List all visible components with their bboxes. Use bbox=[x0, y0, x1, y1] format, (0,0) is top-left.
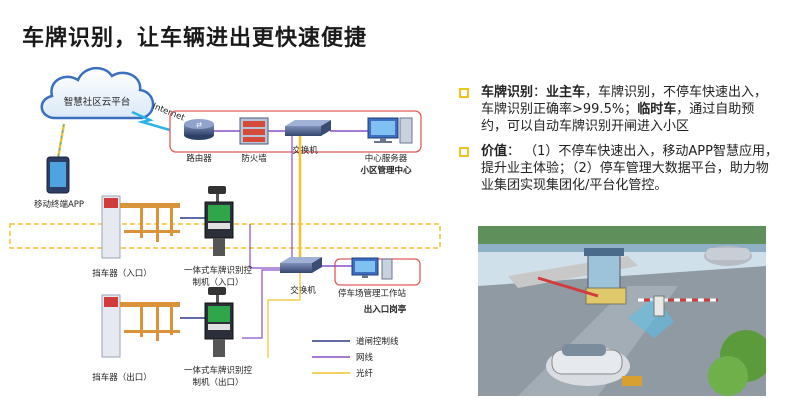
mobile-label: 移动终端APP bbox=[34, 199, 84, 210]
legend-item-1: 网线 bbox=[356, 352, 374, 363]
bullet-1-owner: 业主车 bbox=[546, 85, 586, 100]
bullet-2-text: ： （1）不停车快速出入，移动APP智慧应用，提升业主体验；（2）停车管理大数据… bbox=[481, 144, 778, 193]
bullet-1-text2: ，通过自助预约，可以自动车牌识别开闸进入小区 bbox=[481, 102, 755, 134]
bullet-value: 价值： （1）不停车快速出入，移动APP智慧应用，提升业主体验；（2）停车管理大… bbox=[455, 143, 780, 194]
firewall-label: 防火墙 bbox=[241, 153, 267, 164]
internet-label: Internet bbox=[151, 102, 187, 124]
workstation-sub-label: 出入口岗亭 bbox=[364, 304, 407, 315]
legend-item-0: 道闸控制线 bbox=[356, 336, 399, 347]
switch-bottom-label: 交换机 bbox=[290, 285, 316, 296]
bullet-1-head: 车牌识别 bbox=[481, 85, 534, 100]
workstation-icon bbox=[351, 257, 393, 280]
lpr-exit-label-2: 制机（出口） bbox=[192, 377, 243, 388]
switch-top-icon bbox=[285, 120, 331, 136]
lpr-entrance-icon bbox=[204, 186, 234, 256]
server-sub-label: 小区管理中心 bbox=[359, 165, 412, 176]
barrier-entrance-label: 挡车器（入口） bbox=[92, 268, 152, 279]
bullet-2-head: 价值 bbox=[481, 144, 508, 159]
internet-link bbox=[131, 110, 171, 132]
bullet-1-text1: ，车牌识别，不停车快速出入，车牌识别正确率>99.5%； bbox=[481, 85, 768, 117]
description-panel: 车牌识别：业主车，车牌识别，不停车快速出入，车牌识别正确率>99.5%；临时车，… bbox=[455, 84, 780, 202]
cloud-label: 智慧社区云平台 bbox=[64, 96, 131, 108]
legend: 道闸控制线 网线 光纤 bbox=[312, 336, 399, 379]
mobile-icon bbox=[46, 123, 70, 194]
svg-text:⇄: ⇄ bbox=[196, 122, 202, 129]
lpr-entrance-label-1: 一体式车牌识别控 bbox=[184, 265, 253, 276]
page-title: 车牌识别，让车辆进出更快速便捷 bbox=[22, 26, 368, 51]
barrier-entrance-icon bbox=[101, 195, 180, 259]
firewall-icon bbox=[239, 117, 269, 145]
server-monitor-icon bbox=[367, 117, 413, 144]
server-label: 中心服务器 bbox=[365, 153, 408, 164]
network-diagram: 智慧社区云平台 Internet 移动终端APP ⇄ 路由器 防火墙 交换机 bbox=[9, 67, 441, 388]
barrier-exit-label: 挡车器（出口） bbox=[92, 372, 152, 383]
lpr-exit-label-1: 一体式车牌识别控 bbox=[184, 365, 253, 376]
barrier-exit-icon bbox=[101, 294, 180, 358]
lpr-entrance-label-2: 制机（入口） bbox=[192, 277, 243, 288]
bullet-1-temp: 临时车 bbox=[637, 102, 677, 117]
center-highlight-box bbox=[169, 110, 422, 153]
bullet-plate-recognition: 车牌识别：业主车，车牌识别，不停车快速出入，车牌识别正确率>99.5%；临时车，… bbox=[455, 84, 780, 135]
bullet-1-sep: ： bbox=[533, 85, 547, 100]
lpr-exit-icon bbox=[204, 287, 234, 357]
router-icon: ⇄ bbox=[184, 119, 214, 140]
cloud-icon bbox=[40, 67, 155, 120]
router-label: 路由器 bbox=[186, 153, 212, 164]
parking-gate-illustration bbox=[478, 226, 766, 396]
switch-bottom-icon bbox=[280, 257, 322, 273]
legend-item-2: 光纤 bbox=[356, 368, 374, 379]
workstation-label: 停车场管理工作站 bbox=[338, 288, 407, 299]
switch-top-label: 交换机 bbox=[292, 145, 318, 156]
